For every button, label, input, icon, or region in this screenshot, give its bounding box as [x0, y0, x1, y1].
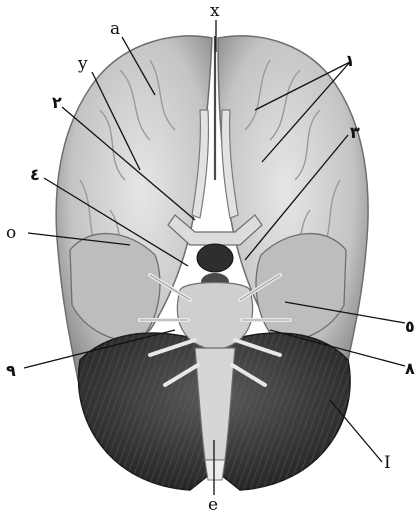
- label-9: ٩: [6, 361, 16, 380]
- label-e: e: [208, 495, 218, 515]
- label-y: y: [77, 54, 88, 74]
- label-o: o: [6, 223, 16, 243]
- label-x: x: [210, 1, 220, 21]
- label-4: ٤: [30, 165, 40, 184]
- spinal-cord-end: [205, 460, 225, 480]
- label-5: ٥: [405, 317, 415, 336]
- pituitary-stalk: [197, 244, 233, 272]
- label-8: ٨: [405, 359, 415, 378]
- label-1: ۱: [345, 51, 355, 70]
- label-I: I: [384, 453, 391, 473]
- label-a: a: [110, 19, 120, 39]
- label-2: ۲: [52, 93, 62, 112]
- label-3: ۳: [350, 123, 360, 142]
